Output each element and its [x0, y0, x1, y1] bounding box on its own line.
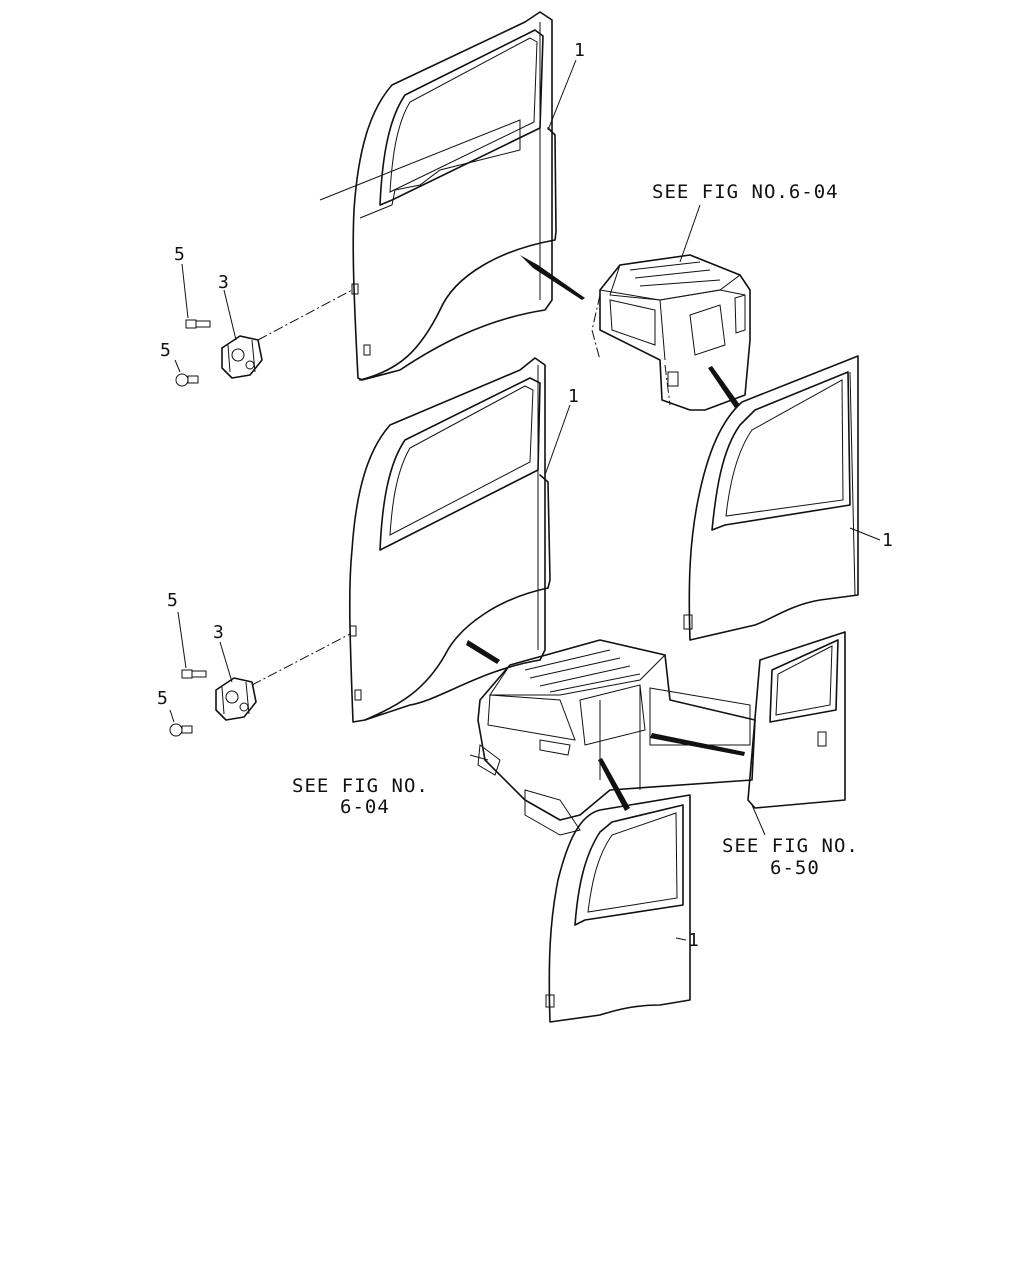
cab-upper — [591, 254, 751, 411]
hinge-lower — [215, 677, 257, 721]
cab-lower — [477, 639, 756, 836]
callout-bolt-lower-b: 5 — [157, 688, 168, 709]
hinge-upper — [221, 335, 263, 379]
door-rear — [747, 631, 846, 809]
arrow-cab-to-right-door — [708, 366, 740, 408]
reference-cab-lower-line1: SEE FIG NO. — [292, 775, 429, 797]
callout-bolt-upper-b: 5 — [160, 340, 171, 361]
reference-rear-door-line1: SEE FIG NO. — [722, 835, 859, 857]
reference-cab-lower-line2: 6-04 — [340, 796, 390, 818]
bolt-lower-b — [169, 723, 193, 737]
callout-hinge-lower: 3 — [213, 622, 224, 643]
callout-door-right-upper: 1 — [882, 530, 893, 551]
bolt-upper-b — [175, 373, 199, 387]
leader-lines — [169, 59, 881, 941]
reference-cab-upper: SEE FIG NO.6-04 — [652, 181, 839, 203]
callout-door-upper-left: 1 — [574, 40, 585, 61]
bolt-lower-a — [181, 669, 207, 679]
bolt-upper-a — [185, 319, 211, 329]
door-upper-left — [319, 11, 557, 381]
callout-door-right-lower: 1 — [688, 930, 699, 951]
arrow-cab-to-rear-door — [650, 733, 745, 756]
callout-door-lower-left: 1 — [568, 386, 579, 407]
door-right-lower — [545, 794, 691, 1023]
callout-bolt-lower-a: 5 — [167, 590, 178, 611]
arrow-door-to-cab-upper — [520, 255, 585, 300]
door-right-upper — [683, 355, 859, 641]
reference-rear-door-line2: 6-50 — [770, 857, 820, 879]
door-lower-left — [348, 357, 551, 723]
arrow-cab-to-front-door — [598, 758, 630, 811]
callout-hinge-upper: 3 — [218, 272, 229, 293]
arrow-door-to-cab-lower — [466, 640, 500, 664]
callout-bolt-upper-a: 5 — [174, 244, 185, 265]
